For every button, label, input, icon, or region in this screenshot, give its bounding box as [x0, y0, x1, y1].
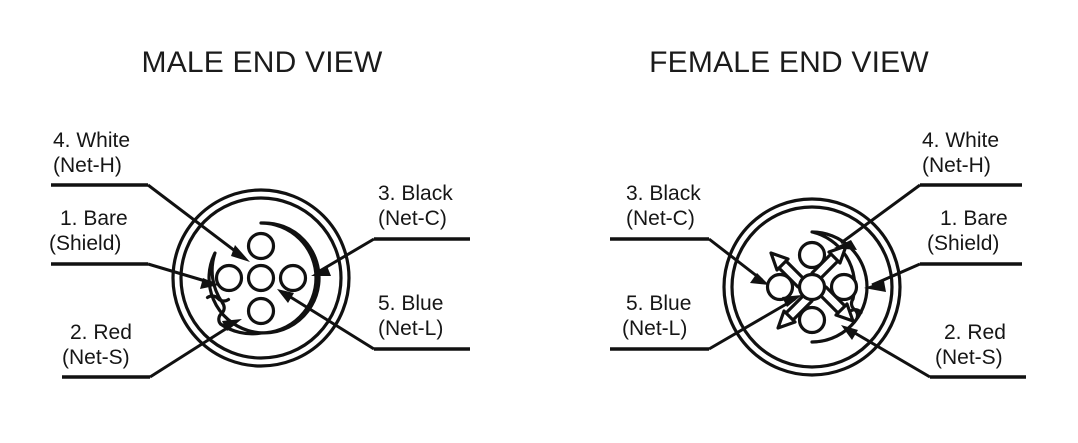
female-socket-3-black: [765, 272, 795, 302]
male-callout-black: 3. Black (Net-C): [311, 182, 470, 276]
female-socket-5-blue: [797, 272, 827, 302]
female-callout-red-name: 2. Red: [944, 321, 1006, 344]
male-pin-5-blue: [246, 263, 276, 293]
male-callout-bare-net: (Shield): [49, 232, 121, 255]
female-callout-bare: 1. Bare (Shield): [864, 207, 1022, 292]
male-callout-black-arrowhead: [311, 266, 331, 276]
female-callout-white-name: 4. White: [922, 129, 999, 152]
male-callout-bare-name: 1. Bare: [60, 207, 128, 230]
male-callout-blue-net: (Net-L): [378, 317, 443, 340]
male-callout-blue-leader: [283, 291, 375, 351]
female-callout-blue: 5. Blue (Net-L): [610, 292, 802, 351]
female-callout-black-arrowhead: [750, 273, 769, 285]
female-callout-black-leader: [708, 237, 763, 282]
female-callout-bare-arrowhead: [864, 281, 886, 292]
female-socket-2-red: [797, 305, 827, 335]
female-callout-bare-name: 1. Bare: [940, 207, 1008, 230]
male-callout-blue-name: 5. Blue: [378, 292, 443, 315]
male-insulator-disc: [207, 221, 321, 336]
male-callout-black-name: 3. Black: [378, 182, 453, 205]
male-pin-2-red: [246, 296, 276, 326]
male-callout-bare-leader: [147, 262, 213, 285]
female-callout-white-arrowhead: [834, 240, 857, 250]
male-callout-red-net: (Net-S): [62, 346, 130, 369]
male-view-title: MALE END VIEW: [142, 46, 383, 79]
male-callout-white-arrowhead: [231, 245, 250, 262]
female-callout-blue-arrowhead: [782, 295, 802, 307]
female-callout-bare-leader: [871, 262, 921, 287]
female-callout-black-name: 3. Black: [626, 182, 701, 205]
male-connector-body: [171, 188, 351, 368]
female-callout-white: 4. White (Net-H): [834, 129, 1022, 250]
male-callout-white-net: (Net-H): [53, 154, 122, 177]
female-socket-4-white: [797, 240, 827, 270]
male-callout-bare-arrowhead: [200, 278, 219, 289]
male-callout-black-net: (Net-C): [378, 207, 447, 230]
male-outer-shell-ring: [171, 188, 351, 368]
female-callout-bare-net: (Shield): [927, 232, 999, 255]
female-callout-white-net: (Net-H): [922, 154, 991, 177]
male-callout-white: 4. White (Net-H): [51, 129, 250, 262]
male-pin-3-black: [278, 263, 308, 293]
male-keyway-notch: [205, 294, 231, 303]
male-callout-red-leader: [149, 321, 236, 379]
female-outer-shell-ring: [722, 197, 902, 377]
male-callout-white-name: 4. White: [53, 129, 130, 152]
female-inner-shell-ring: [730, 205, 894, 369]
male-callout-bare: 1. Bare (Shield): [49, 207, 219, 289]
male-pin-4-white: [246, 231, 276, 261]
female-callout-red-net: (Net-S): [935, 346, 1003, 369]
female-callout-black-net: (Net-C): [626, 207, 695, 230]
male-callout-blue-arrowhead: [277, 289, 294, 303]
female-callout-white-leader: [840, 183, 921, 245]
female-callout-blue-leader: [708, 297, 796, 351]
female-callout-red: 2. Red (Net-S): [841, 321, 1026, 379]
female-callout-blue-name: 5. Blue: [626, 292, 691, 315]
female-callout-red-leader: [847, 327, 931, 379]
male-inner-shell-ring: [179, 196, 343, 360]
female-callout-red-arrowhead: [841, 325, 858, 340]
female-socket-1-bare: [829, 272, 859, 302]
female-view-title: FEMALE END VIEW: [649, 46, 929, 79]
male-callout-blue: 5. Blue (Net-L): [277, 289, 470, 351]
male-callout-red: 2. Red (Net-S): [62, 319, 242, 379]
male-callout-red-name: 2. Red: [70, 321, 132, 344]
male-callout-red-arrowhead: [222, 319, 242, 331]
female-connector-body: [722, 197, 902, 377]
female-callout-blue-net: (Net-L): [622, 317, 687, 340]
male-callout-black-leader: [317, 237, 375, 274]
male-callout-white-leader: [147, 183, 244, 259]
female-callout-black: 3. Black (Net-C): [610, 182, 769, 285]
male-pin-1-bare: [214, 263, 244, 293]
